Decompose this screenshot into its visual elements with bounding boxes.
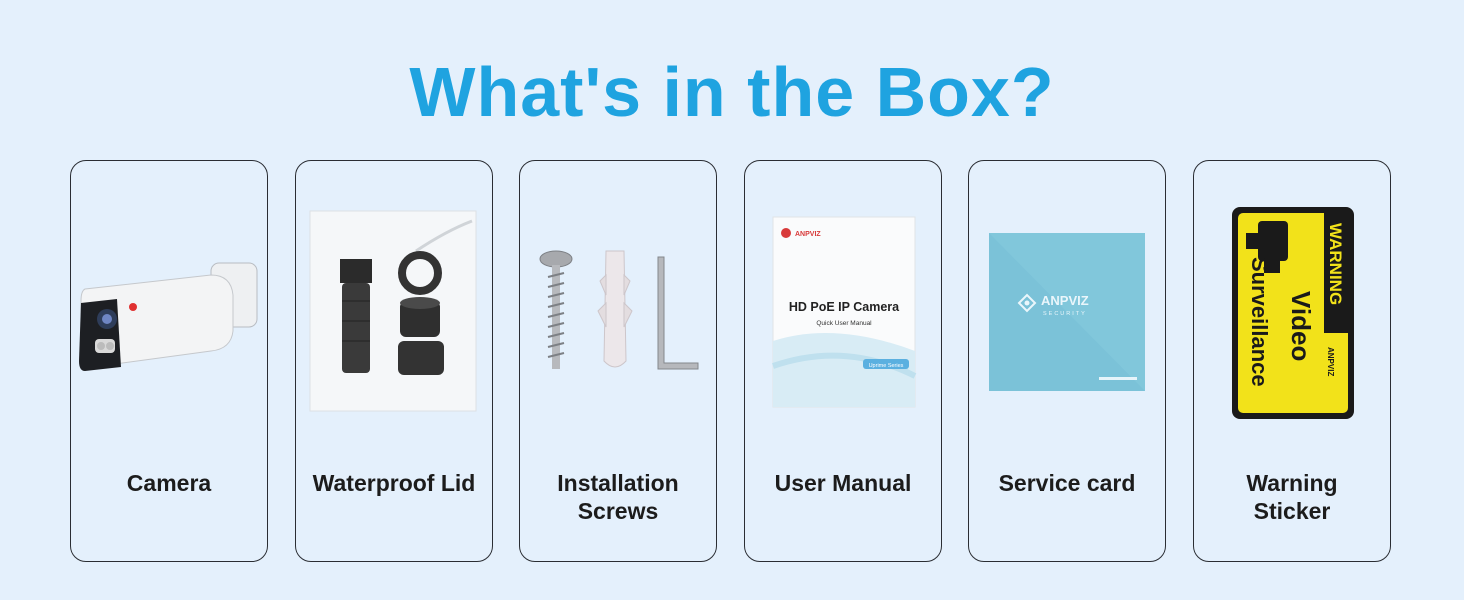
item-label: Warning Sticker [1246, 470, 1338, 524]
sticker-line2: Surveillance [1247, 257, 1272, 387]
manual-subtitle: Quick User Manual [816, 320, 872, 327]
user-manual-image: ANPVIZ HD PoE IP Camera Quick User Manua… [745, 191, 941, 431]
item-label: Waterproof Lid [312, 470, 476, 496]
screws-image [520, 191, 716, 431]
sticker-line1: Video [1286, 291, 1316, 361]
camera-image [71, 191, 267, 431]
item-label: Camera [126, 470, 212, 496]
service-brand-sub: SECURITY [1043, 311, 1087, 317]
manual-title: HD PoE IP Camera [789, 300, 900, 314]
item-card-waterproof-lid: Waterproof Lid [295, 160, 493, 562]
manual-badge: Uprime Series [869, 363, 904, 369]
item-label: Installation Screws [557, 470, 679, 524]
sticker-brand: ANPVIZ [1326, 347, 1335, 376]
service-card-image: ANPVIZ SECURITY [969, 191, 1165, 431]
item-card-warning-sticker: WARNING Video Surveillance ANPVIZ Warnin… [1193, 160, 1391, 562]
page-title: What's in the Box? [409, 53, 1055, 131]
service-brand: ANPVIZ [1041, 293, 1089, 308]
sticker-warning-text: WARNING [1326, 223, 1345, 305]
waterproof-lid-image [296, 191, 492, 431]
item-card-camera: Camera [70, 160, 268, 562]
item-label: Service card [998, 470, 1136, 496]
item-card-user-manual: ANPVIZ HD PoE IP Camera Quick User Manua… [744, 160, 942, 562]
item-label: User Manual [774, 470, 912, 496]
manual-brand: ANPVIZ [795, 231, 821, 238]
item-card-installation-screws: Installation Screws [519, 160, 717, 562]
warning-sticker-image: WARNING Video Surveillance ANPVIZ [1194, 191, 1390, 431]
item-card-service-card: ANPVIZ SECURITY Service card [968, 160, 1166, 562]
